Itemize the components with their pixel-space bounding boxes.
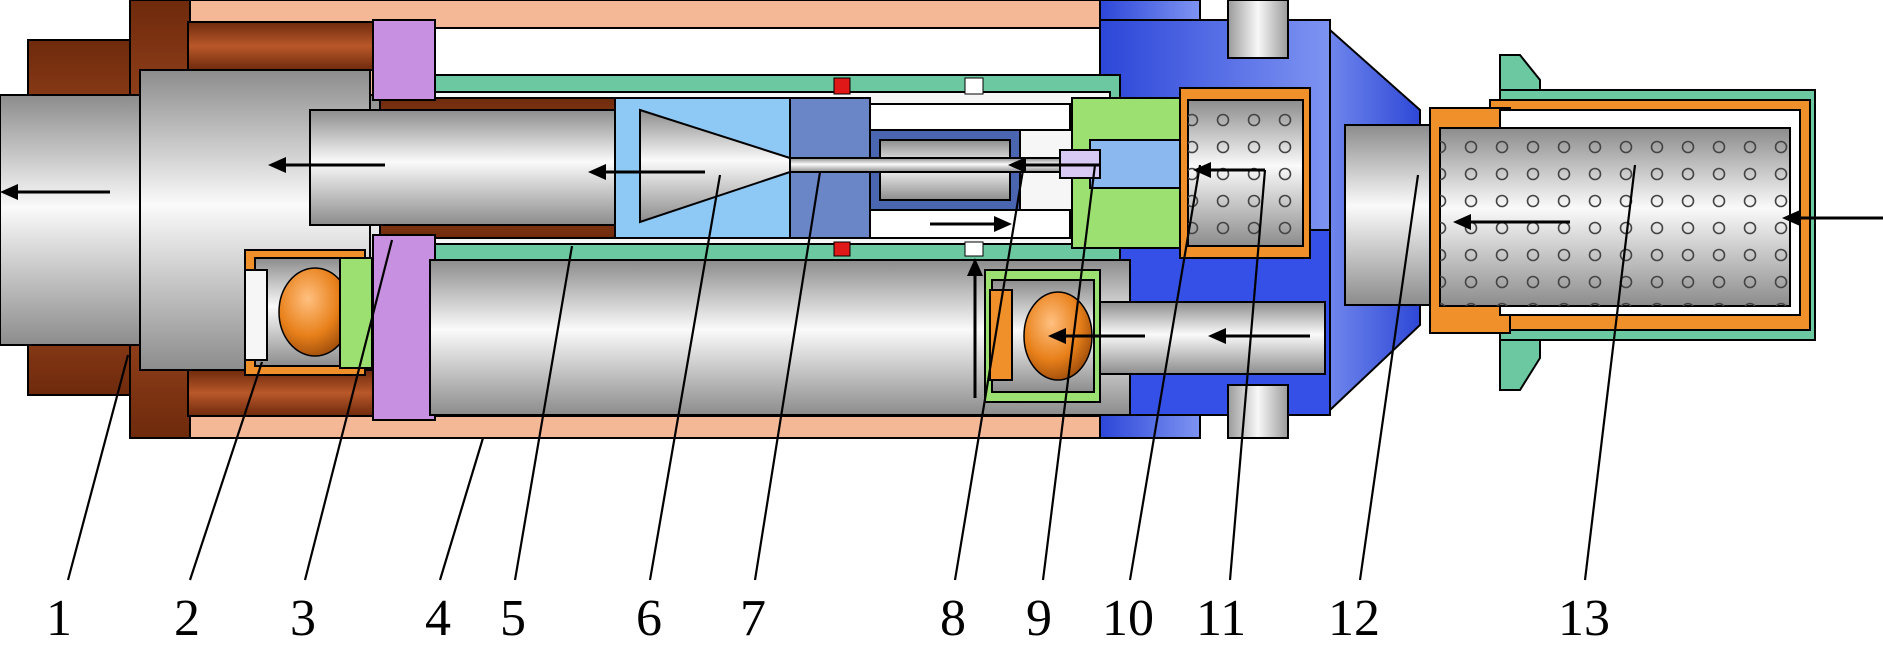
part-label-2: 2 xyxy=(174,590,200,647)
seal-markers xyxy=(833,77,984,257)
flow-arrow-filter xyxy=(1193,162,1265,178)
part-label-1: 1 xyxy=(46,590,72,647)
part-label-8: 8 xyxy=(940,590,966,647)
seal-block-upper xyxy=(372,19,436,101)
part-label-13: 13 xyxy=(1558,590,1610,647)
flow-arrow-needle xyxy=(1008,157,1100,173)
flow-arrow-up xyxy=(967,258,983,398)
part-number-labels: 1 2 3 4 5 6 7 8 9 10 11 12 13 xyxy=(46,590,1610,647)
outlet-collar xyxy=(0,0,381,439)
bolt-top xyxy=(1227,0,1289,59)
flow-arrow-intake xyxy=(1453,214,1570,230)
leader-lines xyxy=(66,164,1637,581)
seal-block-lower xyxy=(372,234,436,421)
flow-arrow-bypass-2 xyxy=(1208,328,1310,344)
part-label-10: 10 xyxy=(1102,590,1154,647)
part-label-9: 9 xyxy=(1026,590,1052,647)
part-label-4: 4 xyxy=(425,590,451,647)
flow-arrow-outlet xyxy=(0,184,110,200)
flow-arrow-nozzle xyxy=(588,164,705,180)
part-label-12: 12 xyxy=(1328,590,1380,647)
part-label-3: 3 xyxy=(290,590,316,647)
flow-arrow-diffuser xyxy=(268,157,385,173)
flow-arrow-return xyxy=(930,216,1012,232)
check-valve-left xyxy=(244,249,373,376)
bolt-bottom xyxy=(1227,384,1289,439)
part-label-7: 7 xyxy=(740,590,766,647)
diffuser-outlet-pipe xyxy=(309,109,651,226)
part-label-6: 6 xyxy=(636,590,662,647)
nozzle-housing xyxy=(614,97,796,239)
part-label-5: 5 xyxy=(500,590,526,647)
part-label-11: 11 xyxy=(1196,590,1246,647)
flow-arrow-inlet xyxy=(1782,210,1883,226)
